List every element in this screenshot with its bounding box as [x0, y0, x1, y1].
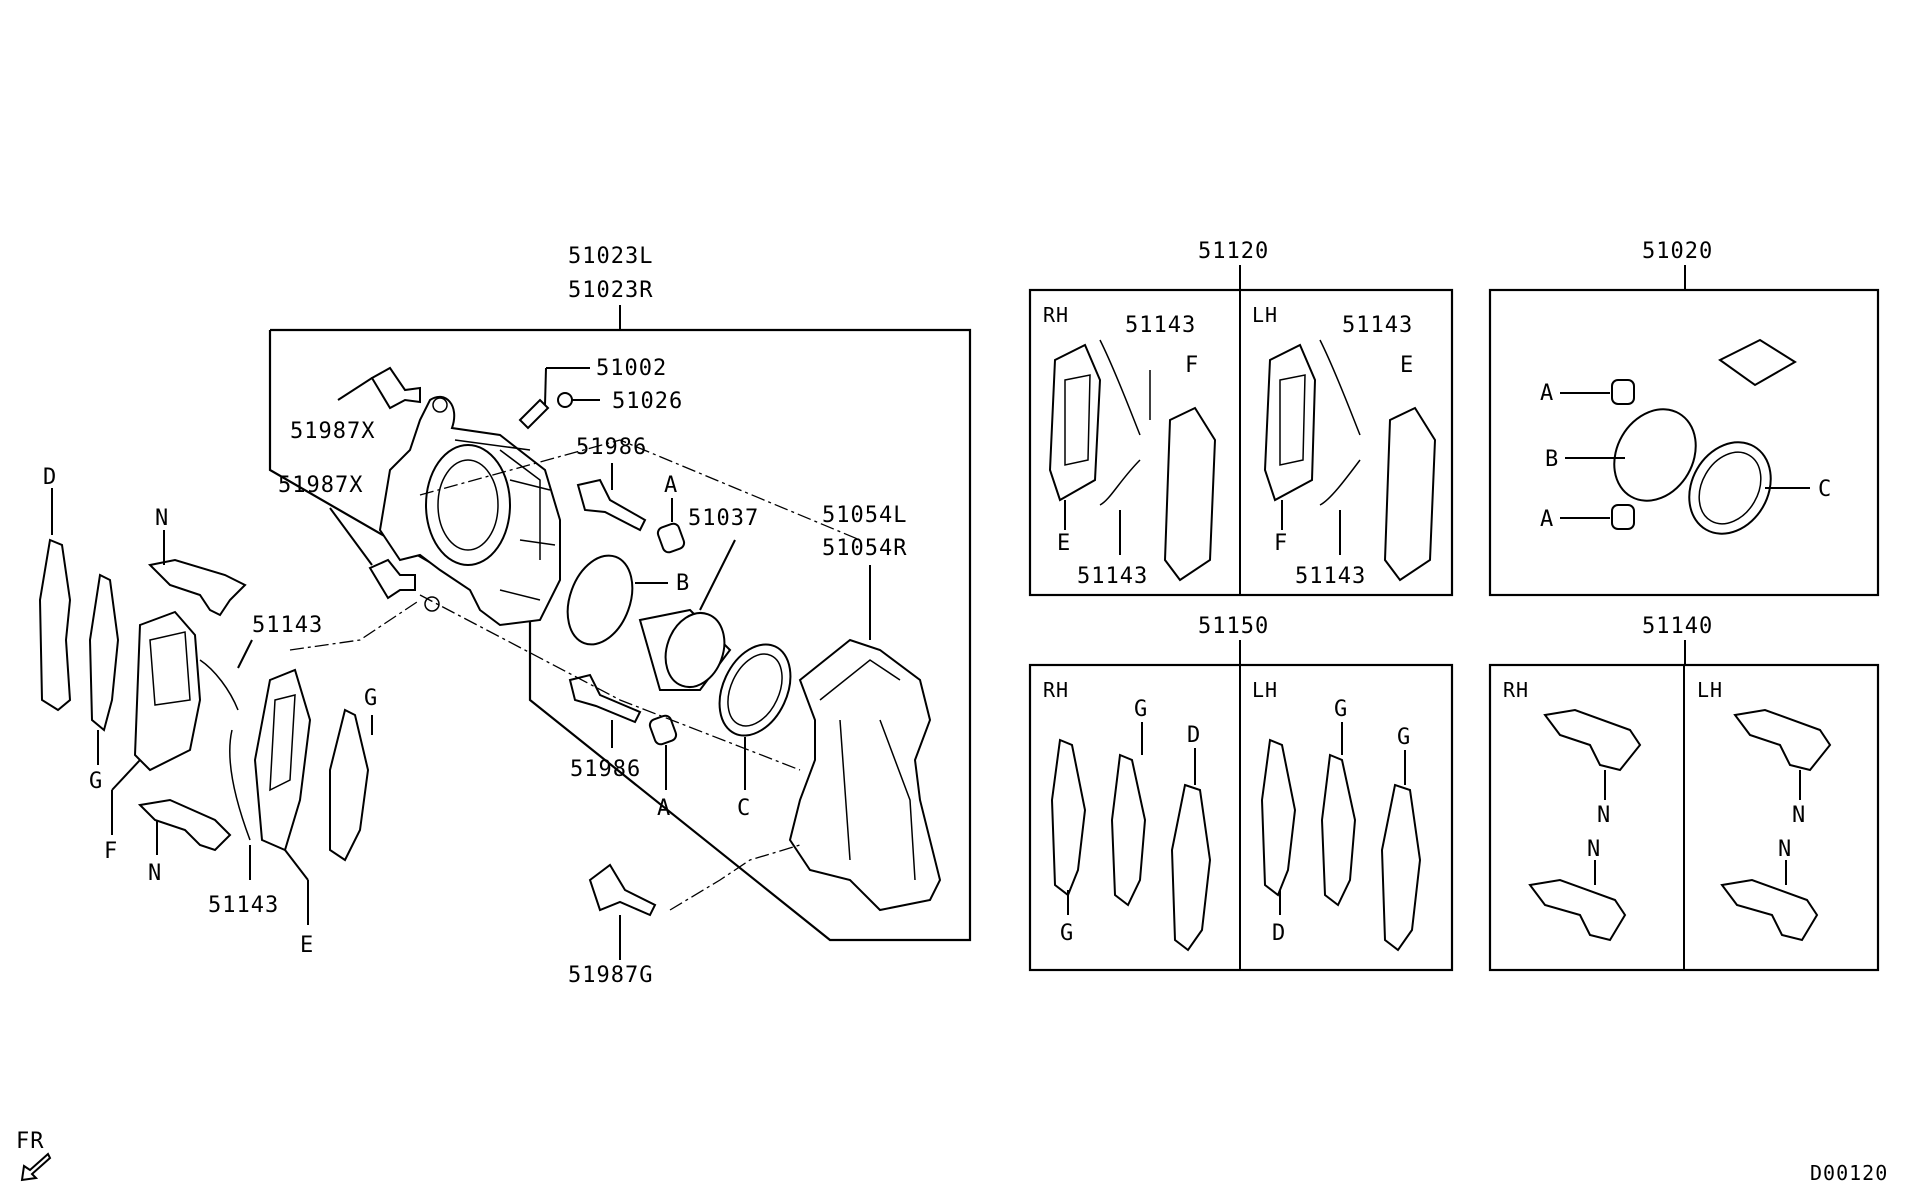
ref-e-left: E [300, 933, 314, 958]
kit-51120-e-lh: E [1400, 353, 1414, 378]
kit-51150: 51150 RH LH G D G G G D [1028, 614, 1454, 972]
caliper-support [788, 565, 942, 912]
kit-51120-f-lh: F [1274, 531, 1288, 556]
caliper-body [378, 395, 561, 627]
kit-51140-title: 51140 [1642, 614, 1713, 639]
kit-51150-d2: D [1272, 921, 1286, 946]
pads-shims-left: D G N F N 51143 51143 E G [38, 465, 378, 958]
kit-51150-g4: G [1397, 725, 1411, 750]
cap-label: 51026 [612, 389, 683, 414]
kit-51020-title: 51020 [1642, 239, 1713, 264]
caliper-label-r: 51023R [568, 278, 653, 303]
ref-f-left: F [104, 839, 118, 864]
kit-51140-n1: N [1597, 803, 1611, 828]
kit-51020-a1: A [1540, 381, 1554, 406]
ref-c: C [737, 796, 751, 821]
clip-n-lower [137, 798, 232, 852]
kit-51020: 51020 A B A C [1488, 239, 1880, 597]
kit-51020-b: B [1545, 447, 1559, 472]
piston-label: 51037 [688, 506, 759, 531]
kit-51120-title: 51120 [1198, 239, 1269, 264]
direction-indicator: FR [16, 1129, 52, 1182]
shim-51143-upper [199, 659, 239, 711]
kit-51120-f-rh: F [1185, 353, 1199, 378]
kit-51150-lh: LH [1252, 678, 1278, 702]
kit-51120-rh: RH [1043, 303, 1069, 327]
pin-boot-lower [648, 714, 678, 790]
kit-51150-g2: G [1060, 921, 1074, 946]
kit-51140-rh: RH [1503, 678, 1529, 702]
kit-51150-g3: G [1334, 697, 1348, 722]
ref-g-right: G [364, 686, 378, 711]
shim-d [38, 538, 72, 712]
caliper-assembly: 51023L 51023R 51002 51026 51 [268, 244, 972, 988]
caliper-bolt-upper [337, 366, 421, 410]
support-label-r: 51054R [822, 536, 907, 561]
kit-51120-shim-lh-top: 51143 [1342, 313, 1413, 338]
ref-b: B [676, 571, 690, 596]
direction-label: FR [16, 1129, 45, 1154]
piston-boot [718, 643, 792, 790]
bleeder-screw [518, 367, 590, 430]
shim-label-upper: 51143 [252, 613, 323, 638]
front-arrow-icon [20, 1152, 52, 1182]
diagram-code: D00120 [1810, 1161, 1888, 1185]
kit-51020-a2: A [1540, 507, 1554, 532]
shim-g-right [329, 708, 370, 862]
shim-g-left [88, 573, 120, 732]
caliper-label-l: 51023L [568, 244, 653, 269]
pin-boot-upper [656, 498, 686, 554]
piston [638, 539, 736, 691]
clip-n-upper [147, 558, 247, 617]
ref-n-upper: N [155, 506, 169, 531]
support-bolt-label: 51987G [568, 963, 653, 988]
kit-51140-n4: N [1778, 837, 1792, 862]
kit-51020-c: C [1818, 477, 1832, 502]
ref-a-upper: A [664, 473, 678, 498]
ref-n-lower: N [148, 861, 162, 886]
grease-packet [1718, 338, 1797, 387]
kit-51140-lh: LH [1697, 678, 1723, 702]
ref-a-lower: A [657, 796, 671, 821]
kit-51140: 51140 RH LH N N N N [1488, 614, 1880, 972]
kit-51120-shim-lh-bot: 51143 [1295, 564, 1366, 589]
pin-label-upper: 51986 [576, 435, 647, 460]
bolt-x-label-2: 51987X [278, 473, 363, 498]
shim-51143-lower [229, 729, 251, 841]
ref-g-left: G [89, 769, 103, 794]
kit-51120-shim-rh-bot: 51143 [1077, 564, 1148, 589]
kit-51120-lh: LH [1252, 303, 1278, 327]
ref-d-left: D [43, 465, 57, 490]
support-label-l: 51054L [822, 503, 907, 528]
caliper-bolt-lower [329, 507, 416, 600]
kit-51120: 51120 RH LH 51143 F E 51143 51143 E F 51… [1028, 239, 1454, 597]
bleeder-cap [557, 392, 600, 408]
kit-51150-title: 51150 [1198, 614, 1269, 639]
bolt-x-label-1: 51987X [290, 419, 375, 444]
kit-51150-d1: D [1187, 723, 1201, 748]
pad-e-left [253, 668, 312, 852]
kit-51120-e-rh: E [1057, 531, 1071, 556]
kit-51140-n3: N [1792, 803, 1806, 828]
bleeder-label: 51002 [596, 356, 667, 381]
guide-pin-upper [576, 463, 647, 532]
piston-seal [566, 554, 668, 646]
pin-label-lower: 51986 [570, 757, 641, 782]
guide-pin-lower [568, 673, 642, 748]
kit-51140-n2: N [1587, 837, 1601, 862]
support-bolt [588, 863, 657, 960]
kit-51150-g1: G [1134, 697, 1148, 722]
shim-label-lower: 51143 [208, 893, 279, 918]
kit-51150-rh: RH [1043, 678, 1069, 702]
kit-51120-shim-rh-top: 51143 [1125, 313, 1196, 338]
